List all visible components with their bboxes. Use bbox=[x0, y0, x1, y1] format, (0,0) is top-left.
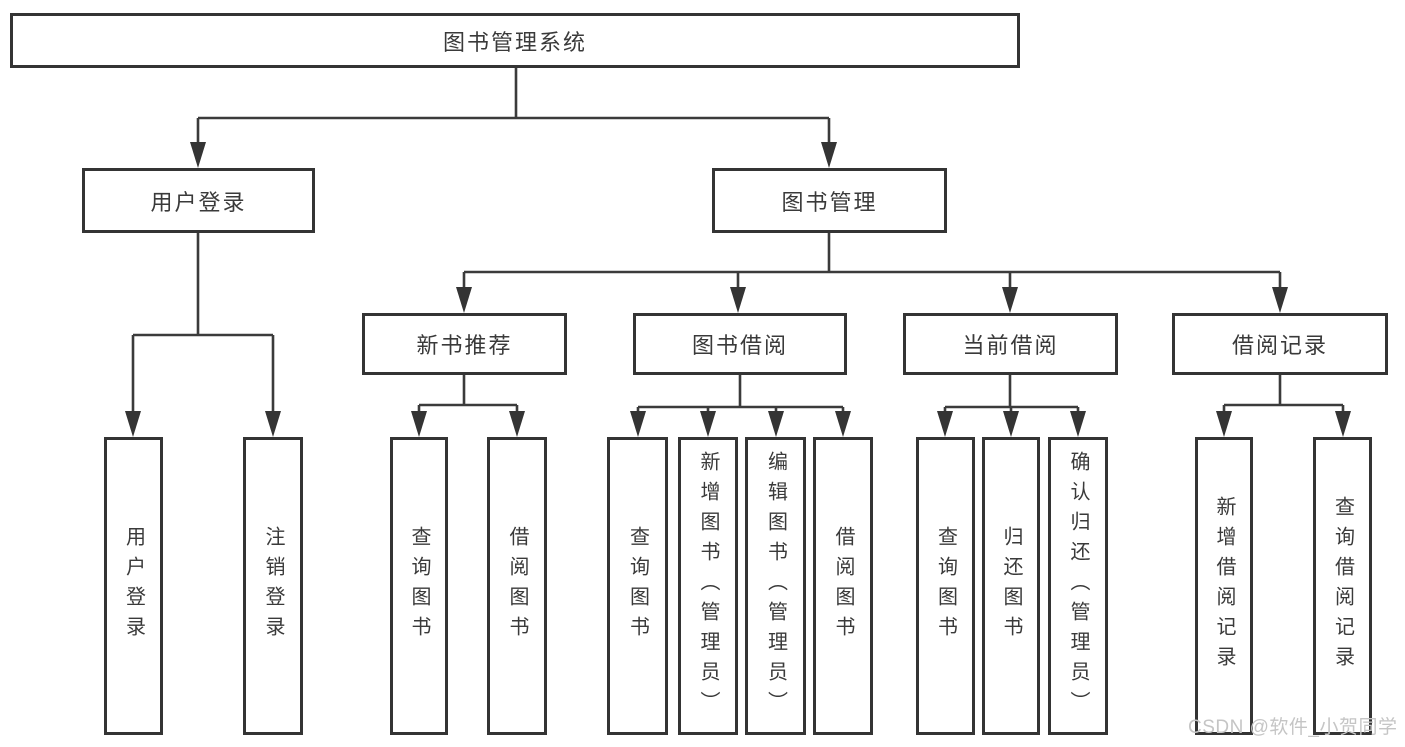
connector-current-borrow-to-leaves bbox=[943, 375, 1080, 417]
leaf-add-borrow-record: 新增借阅记录 bbox=[1195, 437, 1253, 735]
leaf-borrow-books: 借阅图书 bbox=[813, 437, 873, 735]
connector-root-to-level2 bbox=[196, 68, 831, 148]
node-current-borrowing: 当前借阅 bbox=[903, 313, 1118, 375]
connector-borrow-record-to-leaves bbox=[1222, 375, 1345, 417]
leaf-logout: 注销登录 bbox=[243, 437, 303, 735]
leaf-edit-books-admin: 编辑图书（管理员） bbox=[745, 437, 806, 735]
leaf-query-books-borrow: 查询图书 bbox=[607, 437, 668, 735]
arrowhead-down-icons bbox=[125, 142, 1351, 437]
node-book-management: 图书管理 bbox=[712, 168, 947, 233]
connector-book-mgmt-to-level3 bbox=[462, 233, 1282, 293]
node-new-book-recommendation: 新书推荐 bbox=[362, 313, 567, 375]
leaf-user-login: 用户登录 bbox=[104, 437, 163, 735]
leaf-borrow-books-recommend: 借阅图书 bbox=[487, 437, 547, 735]
leaf-return-books: 归还图书 bbox=[982, 437, 1040, 735]
leaf-query-borrow-record: 查询借阅记录 bbox=[1313, 437, 1372, 735]
node-borrowing-records: 借阅记录 bbox=[1172, 313, 1388, 375]
connector-user-login-to-leaves bbox=[131, 233, 275, 417]
leaf-query-books-recommend: 查询图书 bbox=[390, 437, 448, 735]
node-user-login: 用户登录 bbox=[82, 168, 315, 233]
connector-new-book-to-leaves bbox=[417, 375, 519, 417]
node-book-borrowing: 图书借阅 bbox=[633, 313, 847, 375]
csdn-watermark: CSDN @软件_小贺同学 bbox=[1188, 717, 1398, 738]
leaf-add-books-admin: 新增图书（管理员） bbox=[678, 437, 738, 735]
leaf-confirm-return-admin: 确认归还（管理员） bbox=[1048, 437, 1108, 735]
leaf-query-books-current: 查询图书 bbox=[916, 437, 975, 735]
connector-book-borrow-to-leaves bbox=[636, 375, 845, 417]
node-library-management-system: 图书管理系统 bbox=[10, 13, 1020, 68]
